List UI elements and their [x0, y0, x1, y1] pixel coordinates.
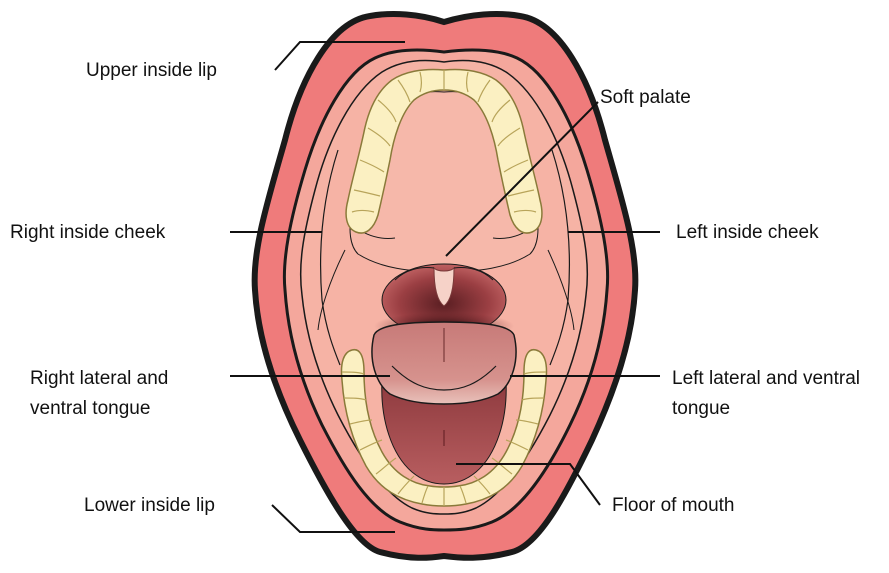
label-upper-inside-lip: Upper inside lip [86, 58, 217, 84]
label-left-lateral-tongue-1: Left lateral and ventral [672, 366, 860, 392]
label-floor-of-mouth: Floor of mouth [612, 493, 735, 519]
label-lower-inside-lip: Lower inside lip [84, 493, 215, 519]
label-right-lateral-tongue-2: ventral tongue [30, 396, 150, 422]
label-left-inside-cheek: Left inside cheek [676, 220, 819, 246]
label-right-inside-cheek: Right inside cheek [10, 220, 165, 246]
label-soft-palate: Soft palate [600, 85, 691, 111]
label-left-lateral-tongue-2: tongue [672, 396, 730, 422]
label-right-lateral-tongue-1: Right lateral and [30, 366, 168, 392]
